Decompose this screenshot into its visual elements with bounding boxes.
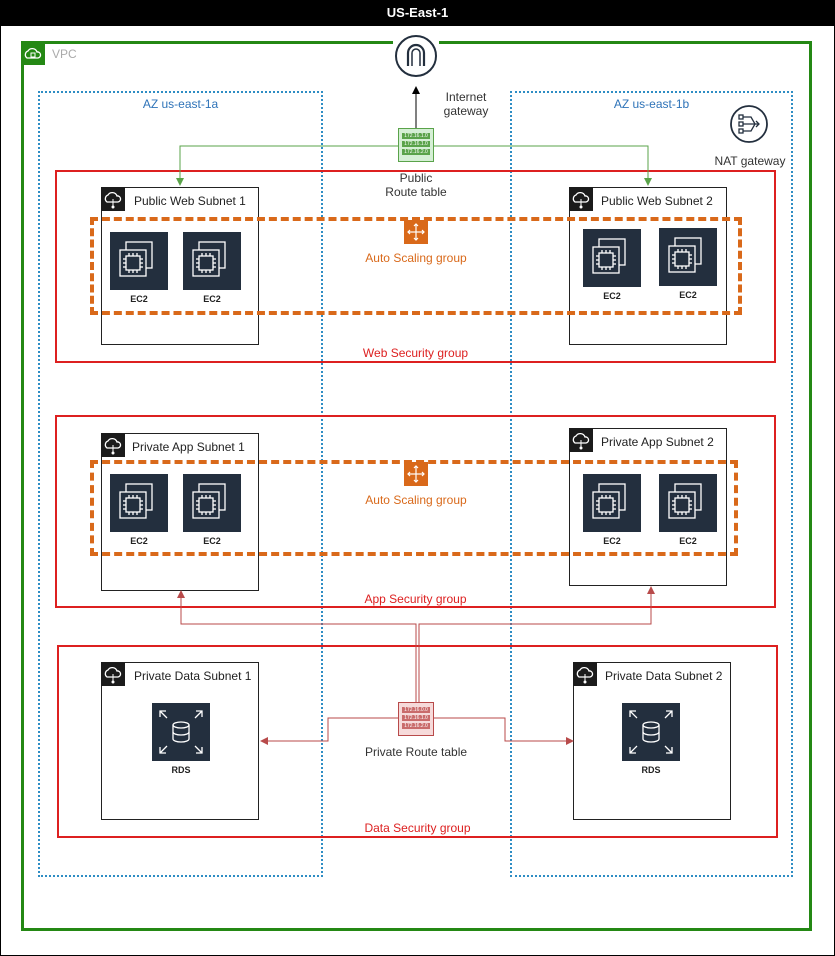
ec2-label: EC2 xyxy=(203,536,221,546)
auto-scaling-label-web: Auto Scaling group xyxy=(365,251,467,265)
subnet-lock-icon xyxy=(569,187,593,211)
subnet-label-private-data-2: Private Data Subnet 2 xyxy=(605,669,723,683)
rds-database-icon xyxy=(622,703,680,761)
ec2-instance-icon xyxy=(659,474,717,532)
rds-label: RDS xyxy=(171,765,191,775)
az-label-a: AZ us-east-1a xyxy=(142,97,219,111)
ec2-instance-icon xyxy=(183,474,241,532)
route-row: 172.16.1.0 xyxy=(402,141,430,147)
subnet-public-web-2 xyxy=(569,187,727,345)
internet-gateway-label: Internet gateway xyxy=(443,90,489,118)
region-title: US-East-1 xyxy=(0,0,835,26)
ec2-instance-icon xyxy=(583,229,641,287)
ec2-instance-icon xyxy=(110,232,168,290)
private-route-table-icon: 172.16.0.0 172.16.1.0 172.16.2.0 xyxy=(398,702,434,736)
ec2-label: EC2 xyxy=(203,294,221,304)
public-route-table-icon: 172.16.1.0 172.16.1.0 172.16.2.0 xyxy=(398,128,434,162)
rds-database-icon xyxy=(152,703,210,761)
public-route-table-label-1: Public xyxy=(399,171,433,185)
subnet-private-data-1 xyxy=(101,662,259,820)
subnet-label-public-web-1: Public Web Subnet 1 xyxy=(134,194,246,208)
rds-label: RDS xyxy=(641,765,661,775)
web-security-group-label: Web Security group xyxy=(362,346,469,360)
ec2-label: EC2 xyxy=(130,294,148,304)
ec2-label: EC2 xyxy=(603,536,621,546)
subnet-lock-icon xyxy=(101,433,125,457)
web-security-group xyxy=(55,170,776,363)
subnet-lock-icon xyxy=(573,662,597,686)
subnet-public-web-1 xyxy=(101,187,259,345)
public-route-table-label-2: Route table xyxy=(385,185,447,199)
subnet-lock-icon xyxy=(569,428,593,452)
subnet-label-private-app-2: Private App Subnet 2 xyxy=(601,435,714,449)
az-label-b: AZ us-east-1b xyxy=(613,97,690,111)
ec2-instance-icon xyxy=(659,228,717,286)
data-security-group xyxy=(57,645,778,838)
internet-gateway-icon xyxy=(393,33,439,79)
ec2-label: EC2 xyxy=(130,536,148,546)
subnet-label-private-data-1: Private Data Subnet 1 xyxy=(134,669,252,683)
route-row: 172.16.2.0 xyxy=(402,149,430,155)
ec2-label: EC2 xyxy=(679,536,697,546)
auto-scaling-icon xyxy=(404,462,428,486)
route-row: 172.16.2.0 xyxy=(402,723,430,729)
ec2-instance-icon xyxy=(583,474,641,532)
subnet-private-app-2 xyxy=(569,428,727,586)
app-security-group-label: App Security group xyxy=(364,592,467,606)
subnet-label-private-app-1: Private App Subnet 1 xyxy=(132,440,245,454)
web-auto-scaling-group xyxy=(90,217,742,315)
ec2-instance-icon xyxy=(183,232,241,290)
vpc-icon xyxy=(21,43,45,65)
ec2-instance-icon xyxy=(110,474,168,532)
az-us-east-1a xyxy=(38,91,323,877)
vpc-label: VPC xyxy=(52,47,77,61)
ec2-label: EC2 xyxy=(679,290,697,300)
auto-scaling-icon xyxy=(404,220,428,244)
route-row: 172.16.1.0 xyxy=(402,133,430,139)
private-route-table-label: Private Route table xyxy=(364,745,468,759)
subnet-label-public-web-2: Public Web Subnet 2 xyxy=(601,194,713,208)
auto-scaling-label-app: Auto Scaling group xyxy=(365,493,467,507)
data-security-group-label: Data Security group xyxy=(364,821,471,835)
route-row: 172.16.0.0 xyxy=(402,707,430,713)
nat-gateway-label: NAT gateway xyxy=(714,154,786,168)
nat-gateway-icon xyxy=(729,104,769,144)
route-row: 172.16.1.0 xyxy=(402,715,430,721)
az-us-east-1b xyxy=(510,91,793,877)
subnet-lock-icon xyxy=(101,187,125,211)
subnet-lock-icon xyxy=(101,662,125,686)
ec2-label: EC2 xyxy=(603,291,621,301)
